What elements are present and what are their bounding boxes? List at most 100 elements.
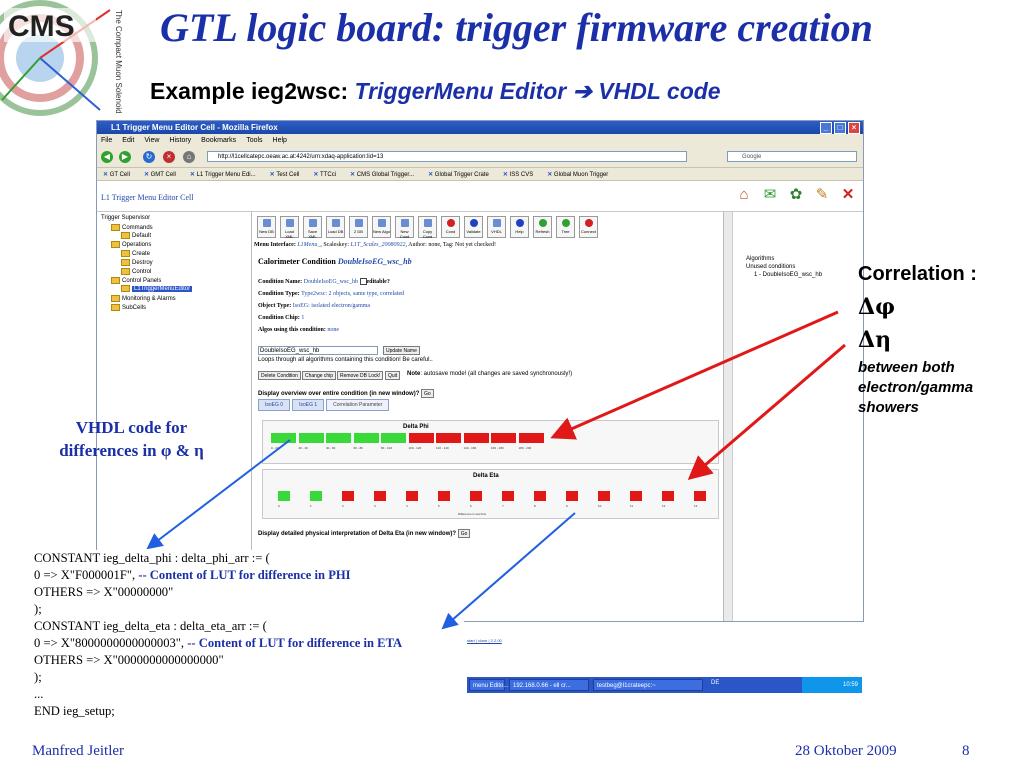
delete-condition-button[interactable]: Delete Condition bbox=[258, 371, 301, 380]
close-icon[interactable]: ✕ bbox=[841, 186, 855, 203]
tree-subcells[interactable]: SubCells bbox=[111, 304, 146, 311]
tree-create[interactable]: Create bbox=[121, 250, 150, 257]
taskbar-item[interactable]: testbeg@l1crateepc:~ bbox=[593, 679, 703, 691]
language-indicator[interactable]: DE bbox=[711, 680, 720, 686]
delta-eta-bin[interactable] bbox=[342, 491, 354, 501]
menu-help[interactable]: Help bbox=[272, 137, 287, 144]
delta-phi-bin[interactable] bbox=[353, 433, 379, 443]
condition-name-input[interactable]: DoubleIsoEG_wsc_hb bbox=[258, 346, 378, 355]
minimize-icon[interactable]: _ bbox=[820, 122, 832, 134]
load-db-button[interactable]: Load DB bbox=[326, 216, 345, 238]
bookmark-item[interactable]: Global Trigger Crate bbox=[428, 171, 489, 178]
quit-button[interactable]: Quit bbox=[385, 371, 401, 380]
bookmark-item[interactable]: CMS Global Trigger... bbox=[350, 171, 414, 178]
menu-bookmarks[interactable]: Bookmarks bbox=[201, 137, 237, 144]
bookmark-item[interactable]: GT Cell bbox=[103, 171, 130, 178]
bookmark-item[interactable]: Global Muon Trigger bbox=[547, 171, 608, 178]
delta-eta-bin[interactable] bbox=[406, 491, 418, 501]
bookmark-item[interactable]: ISS CVS bbox=[503, 171, 534, 178]
delta-phi-bin[interactable] bbox=[408, 433, 434, 443]
delta-eta-bin[interactable] bbox=[662, 491, 674, 501]
menu-view[interactable]: View bbox=[144, 137, 160, 144]
connect-button[interactable]: Connect bbox=[579, 216, 598, 238]
bug-icon[interactable]: ✿ bbox=[789, 186, 803, 203]
menu-file[interactable]: File bbox=[101, 137, 113, 144]
home-icon[interactable]: ⌂ bbox=[739, 186, 749, 203]
delta-phi-bin[interactable] bbox=[518, 433, 544, 443]
tools-icon[interactable]: ✉ bbox=[763, 186, 777, 203]
delta-eta-bin[interactable] bbox=[534, 491, 546, 501]
tree-button[interactable]: Tree bbox=[556, 216, 575, 238]
taskbar-item[interactable]: menu Edito... bbox=[469, 679, 508, 691]
delta-eta-bin[interactable] bbox=[694, 491, 706, 501]
taskbar-item[interactable]: 192.168.0.66 - ell cr... bbox=[509, 679, 589, 691]
tree-destroy[interactable]: Destroy bbox=[121, 259, 153, 266]
edit-icon[interactable]: ✎ bbox=[815, 186, 829, 203]
bookmark-item[interactable]: GMT Cell bbox=[144, 171, 176, 178]
update-name-button[interactable]: Update Name bbox=[383, 346, 420, 355]
tree-control[interactable]: Control bbox=[121, 268, 151, 275]
back-icon[interactable]: ◀ bbox=[101, 151, 113, 163]
tab-isoeg-1[interactable]: IsoEG 1 bbox=[292, 399, 325, 411]
delta-eta-bin[interactable] bbox=[374, 491, 386, 501]
bookmark-item[interactable]: Test Cell bbox=[270, 171, 299, 178]
new-algo-button[interactable]: New Algo bbox=[372, 216, 391, 238]
tree-algorithms[interactable]: Algorithms bbox=[746, 256, 775, 262]
overview-go-button[interactable]: Go bbox=[421, 389, 434, 398]
tree-unused-conditions[interactable]: Unused conditions bbox=[746, 264, 796, 270]
tab-correlation-parameter[interactable]: Correlation Parameter bbox=[326, 399, 390, 411]
url-input[interactable]: http://l1cellcatepc.oeaw.ac.at:4242/urn:… bbox=[207, 151, 687, 162]
tree-commands[interactable]: Commands bbox=[111, 224, 153, 231]
stop-icon[interactable]: × bbox=[163, 151, 175, 163]
bookmark-item[interactable]: L1 Trigger Menu Edi... bbox=[190, 171, 256, 178]
new-db-button[interactable]: New DB bbox=[257, 216, 276, 238]
vhdl-button[interactable]: VHDL bbox=[487, 216, 506, 238]
load-xml-button[interactable]: Load XML bbox=[280, 216, 299, 239]
delta-phi-bin[interactable] bbox=[436, 433, 461, 443]
bookmark-item[interactable]: TTCci bbox=[313, 171, 336, 178]
delta-phi-bin[interactable] bbox=[271, 433, 296, 443]
save-xml-button[interactable]: Save XML bbox=[303, 216, 322, 239]
to-db-button[interactable]: 2 DB bbox=[349, 216, 368, 238]
menu-edit[interactable]: Edit bbox=[122, 137, 135, 144]
tree-selected-editor[interactable]: L1TriggerMenuEditor bbox=[132, 286, 193, 293]
content-scrollbar[interactable] bbox=[724, 212, 733, 621]
home-icon[interactable]: ⌂ bbox=[183, 151, 195, 163]
search-input[interactable]: Google bbox=[727, 151, 857, 162]
delta-phi-bin[interactable] bbox=[326, 433, 351, 443]
delta-eta-bin[interactable] bbox=[566, 491, 578, 501]
delete-cond-button[interactable]: Cond bbox=[441, 216, 460, 238]
delta-eta-bin[interactable] bbox=[310, 491, 322, 501]
maximize-icon[interactable]: □ bbox=[834, 122, 846, 134]
validate-button[interactable]: Validate bbox=[464, 216, 483, 238]
delta-phi-bin[interactable] bbox=[381, 433, 406, 443]
editable-checkbox[interactable] bbox=[359, 278, 367, 285]
refresh-button[interactable]: Refresh bbox=[533, 216, 552, 238]
delta-eta-bin[interactable] bbox=[598, 491, 610, 501]
tree-monitoring[interactable]: Monitoring & Alarms bbox=[111, 295, 176, 302]
new-cond-button[interactable]: New Cond bbox=[395, 216, 414, 239]
detail-go-button[interactable]: Go bbox=[457, 529, 471, 538]
delta-eta-bin[interactable] bbox=[502, 491, 514, 501]
change-chip-button[interactable]: Change chip bbox=[302, 371, 337, 380]
tree-default[interactable]: Default bbox=[121, 232, 151, 239]
tree-operations[interactable]: Operations bbox=[111, 241, 151, 248]
tree-root[interactable]: Trigger Supervisor bbox=[101, 215, 151, 221]
forward-icon[interactable]: ▶ bbox=[119, 151, 131, 163]
delta-phi-bin[interactable] bbox=[491, 433, 516, 443]
copy-cond-button[interactable]: Copy Cond bbox=[418, 216, 437, 239]
delta-phi-bin[interactable] bbox=[463, 433, 489, 443]
delta-phi-bin[interactable] bbox=[298, 433, 324, 443]
menu-tools[interactable]: Tools bbox=[246, 137, 263, 144]
delta-eta-bin[interactable] bbox=[630, 491, 642, 501]
delta-eta-bin[interactable] bbox=[438, 491, 450, 501]
help-button[interactable]: Help bbox=[510, 216, 529, 238]
tree-condition-item[interactable]: 1 - DoubleIsoEG_wsc_hb bbox=[754, 272, 823, 278]
close-icon[interactable]: × bbox=[848, 122, 860, 134]
status-link[interactable]: start | close | 2.2.00 bbox=[467, 638, 502, 643]
remove-lock-button[interactable]: Remove DB Lock! bbox=[337, 371, 384, 380]
tab-isoeg-0[interactable]: IsoEG 0 bbox=[258, 399, 291, 411]
delta-eta-bin[interactable] bbox=[470, 491, 482, 501]
tree-control-panels[interactable]: Control Panels bbox=[111, 277, 161, 284]
menu-history[interactable]: History bbox=[169, 137, 192, 144]
